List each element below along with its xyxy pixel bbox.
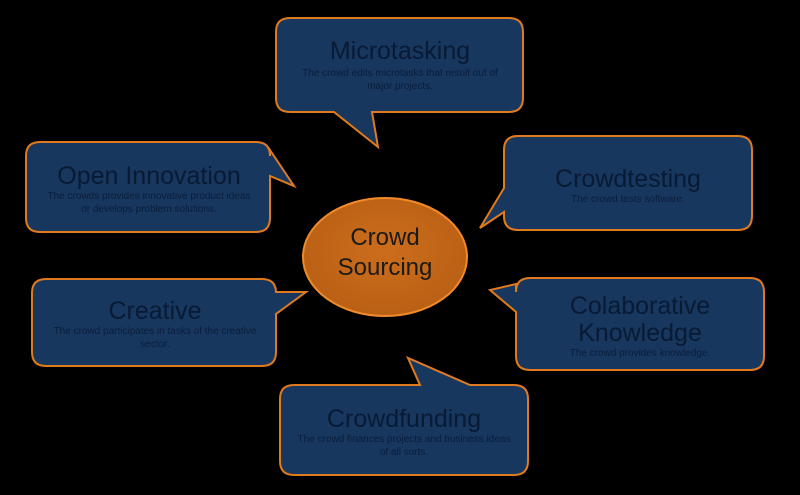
open-innovation-callout bbox=[25, 141, 297, 233]
center-title: Crowd Sourcing bbox=[305, 223, 465, 283]
microtasking-bubble: Microtasking The crowd edits microtasks … bbox=[277, 38, 523, 93]
microtasking-callout bbox=[275, 17, 524, 150]
creative-desc-line1: The crowd participates in tasks of the c… bbox=[53, 326, 257, 337]
crowdtesting-title: Crowdtesting bbox=[555, 165, 701, 193]
microtasking-desc-line1: The crowd edits microtasks that result o… bbox=[302, 68, 498, 79]
colaborative-knowledge-bubble: Colaborative Knowledge The crowd provide… bbox=[517, 293, 763, 360]
crowdtesting-bubble: Crowdtesting The crowd tests software. bbox=[505, 166, 751, 206]
crowdtesting-desc-line1: The crowd tests software. bbox=[571, 194, 685, 205]
crowdfunding-callout bbox=[279, 356, 529, 476]
crowdfunding-desc-line2: of all sorts. bbox=[379, 447, 429, 458]
crowdtesting-callout bbox=[479, 135, 753, 231]
open-innovation-bubble: Open Innovation The crowds provides inno… bbox=[27, 163, 271, 216]
creative-desc-line2: sector. bbox=[140, 339, 170, 350]
creative-bubble: Creative The crowd participates in tasks… bbox=[33, 298, 277, 351]
colaborative-knowledge-title-line2: Knowledge bbox=[578, 319, 702, 347]
microtasking-title: Microtasking bbox=[329, 37, 471, 65]
open-innovation-desc-line2: or develops problem solutions. bbox=[81, 204, 217, 215]
crowdfunding-desc-line1: The crowd finances projects and business… bbox=[297, 434, 511, 445]
crowdfunding-title: Crowdfunding bbox=[326, 405, 482, 433]
center-title-line2: Sourcing bbox=[337, 254, 433, 281]
crowdfunding-bubble: Crowdfunding The crowd finances projects… bbox=[281, 406, 527, 459]
open-innovation-desc-line1: The crowds provides innovative product i… bbox=[47, 191, 251, 202]
colaborative-knowledge-desc-line1: The crowd provides knowledge. bbox=[569, 348, 711, 359]
center-ellipse bbox=[302, 197, 468, 317]
open-innovation-title: Open Innovation bbox=[57, 162, 241, 190]
creative-callout bbox=[31, 278, 310, 367]
colaborative-knowledge-title-line1: Colaborative bbox=[569, 292, 711, 320]
colaborative-knowledge-callout bbox=[487, 277, 765, 371]
microtasking-desc-line2: major projects. bbox=[367, 81, 433, 92]
center-title-line1: Crowd bbox=[350, 224, 420, 251]
creative-title: Creative bbox=[108, 297, 202, 325]
